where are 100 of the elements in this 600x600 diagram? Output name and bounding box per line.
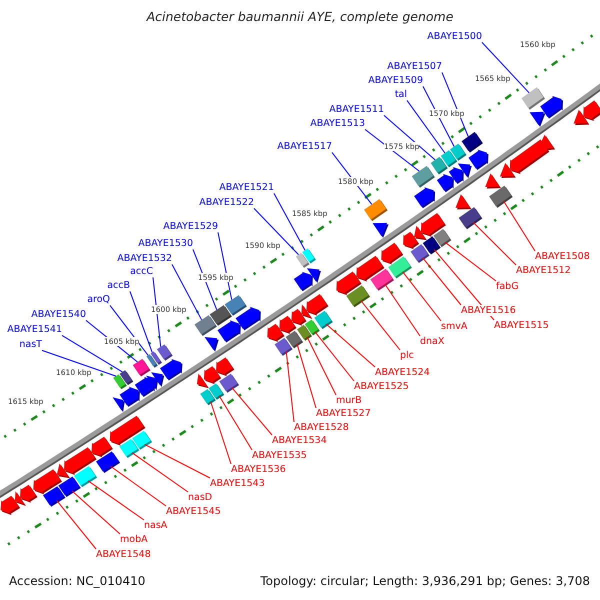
gene-block <box>314 310 333 330</box>
gene-block <box>302 248 316 264</box>
leader-line <box>472 222 516 266</box>
gene-label: ABAYE1509 <box>368 75 423 86</box>
leader-line <box>274 192 306 251</box>
gene-block <box>224 295 247 316</box>
leader-line <box>88 480 144 520</box>
gene-label: ABAYE1521 <box>219 182 274 194</box>
gene-block <box>388 256 412 278</box>
gene-label: ABAYE1545 <box>166 506 221 518</box>
leader-line <box>360 300 400 350</box>
gene-label: ABAYE1532 <box>117 253 172 264</box>
gene-label: accB <box>107 280 130 292</box>
leader-line <box>218 232 232 300</box>
leader-line <box>254 208 299 256</box>
gene-label: ABAYE1535 <box>252 450 307 462</box>
gene-label: nasD <box>188 492 212 504</box>
gene-block <box>489 186 513 208</box>
gene-label: ABAYE1512 <box>516 265 571 276</box>
gene-block <box>219 374 240 393</box>
leader-line <box>42 350 116 377</box>
leader-line <box>62 334 123 372</box>
leader-line <box>172 264 202 320</box>
gene-label: ABAYE1524 <box>375 367 430 378</box>
leader-line <box>503 200 536 252</box>
gene-label: plc <box>400 350 414 362</box>
gene-block <box>522 87 545 110</box>
gene-label: ABAYE1528 <box>294 422 349 434</box>
gene-block <box>96 451 120 473</box>
leader-line <box>152 276 162 348</box>
leader-line <box>314 331 354 382</box>
leader-line <box>192 248 218 310</box>
gene-block <box>58 476 81 497</box>
gene-block <box>458 207 482 230</box>
gene-block <box>132 430 152 450</box>
leader-line <box>286 350 294 422</box>
leader-line <box>210 400 232 464</box>
gene-block <box>433 228 452 248</box>
gene-label: ABAYE1511 <box>329 104 384 116</box>
leader-line <box>444 242 496 282</box>
gene-label: ABAYE1536 <box>231 464 286 476</box>
gene-block <box>450 144 466 161</box>
gene-block <box>74 466 98 488</box>
leader-line <box>384 114 436 160</box>
gene-label: ABAYE1500 <box>427 31 482 42</box>
gene-label: ABAYE1525 <box>354 381 409 392</box>
leader-line <box>132 452 188 492</box>
gene-label: ABAYE1515 <box>494 320 549 332</box>
gene-label: ABAYE1543 <box>210 478 265 490</box>
gene-block <box>412 166 435 188</box>
gene-label: dnaX <box>420 336 444 348</box>
leader-line <box>218 395 252 450</box>
gene-block <box>364 199 388 222</box>
gene-label: ABAYE1507 <box>387 61 442 72</box>
gene-label: ABAYE1540 <box>31 309 86 320</box>
leader-line <box>482 42 530 94</box>
gene-label: ABAYE1534 <box>272 435 327 446</box>
leader-line <box>130 290 153 353</box>
leader-line <box>306 336 336 396</box>
gene-label: accC <box>130 266 153 278</box>
gene-block <box>304 320 320 336</box>
gene-label: aroQ <box>87 294 110 306</box>
genome-summary-text: Topology: circular; Length: 3,936,291 bp; Genes: 3,708 <box>260 574 590 588</box>
leader-line <box>296 343 316 408</box>
leader-line <box>422 257 462 306</box>
gene-label: nasT <box>19 339 42 350</box>
gene-label: smvA <box>441 321 468 332</box>
leader-line <box>231 386 272 436</box>
leader-line <box>406 100 446 154</box>
gene-label: fabG <box>496 281 519 292</box>
gene-label: mobA <box>120 534 148 546</box>
leader-line <box>110 304 148 356</box>
gene-label: tal <box>394 89 407 100</box>
diagram-title: Acinetobacter baumannii AYE, complete genome <box>146 9 454 24</box>
gene-label: ABAYE1516 <box>461 305 516 316</box>
gene-label: murB <box>336 395 362 406</box>
leader-line <box>144 444 210 478</box>
leader-line <box>110 466 166 506</box>
gene-label: ABAYE1541 <box>7 324 62 336</box>
accession-text: Accession: NC_010410 <box>9 574 146 588</box>
gene-label: ABAYE1513 <box>310 118 365 130</box>
gene-block <box>132 358 150 376</box>
leader-line <box>402 271 442 322</box>
gene-label: ABAYE1517 <box>277 141 332 152</box>
leader-line <box>72 490 120 534</box>
gene-label: ABAYE1548 <box>96 549 151 560</box>
gene-block <box>346 285 370 308</box>
gene-label: ABAYE1529 <box>163 221 218 232</box>
gene-block <box>208 383 224 400</box>
leader-line <box>326 324 376 368</box>
leader-line <box>56 500 96 550</box>
gene-label: ABAYE1522 <box>199 197 254 208</box>
gene-label: ABAYE1530 <box>138 238 193 250</box>
gene-block <box>370 268 394 291</box>
leader-line <box>442 72 469 137</box>
gene-block <box>120 370 134 386</box>
gene-label: ABAYE1508 <box>535 251 590 262</box>
gene-label: ABAYE1527 <box>316 408 371 420</box>
leader-line <box>384 284 420 336</box>
gene-label: nasA <box>144 520 168 532</box>
